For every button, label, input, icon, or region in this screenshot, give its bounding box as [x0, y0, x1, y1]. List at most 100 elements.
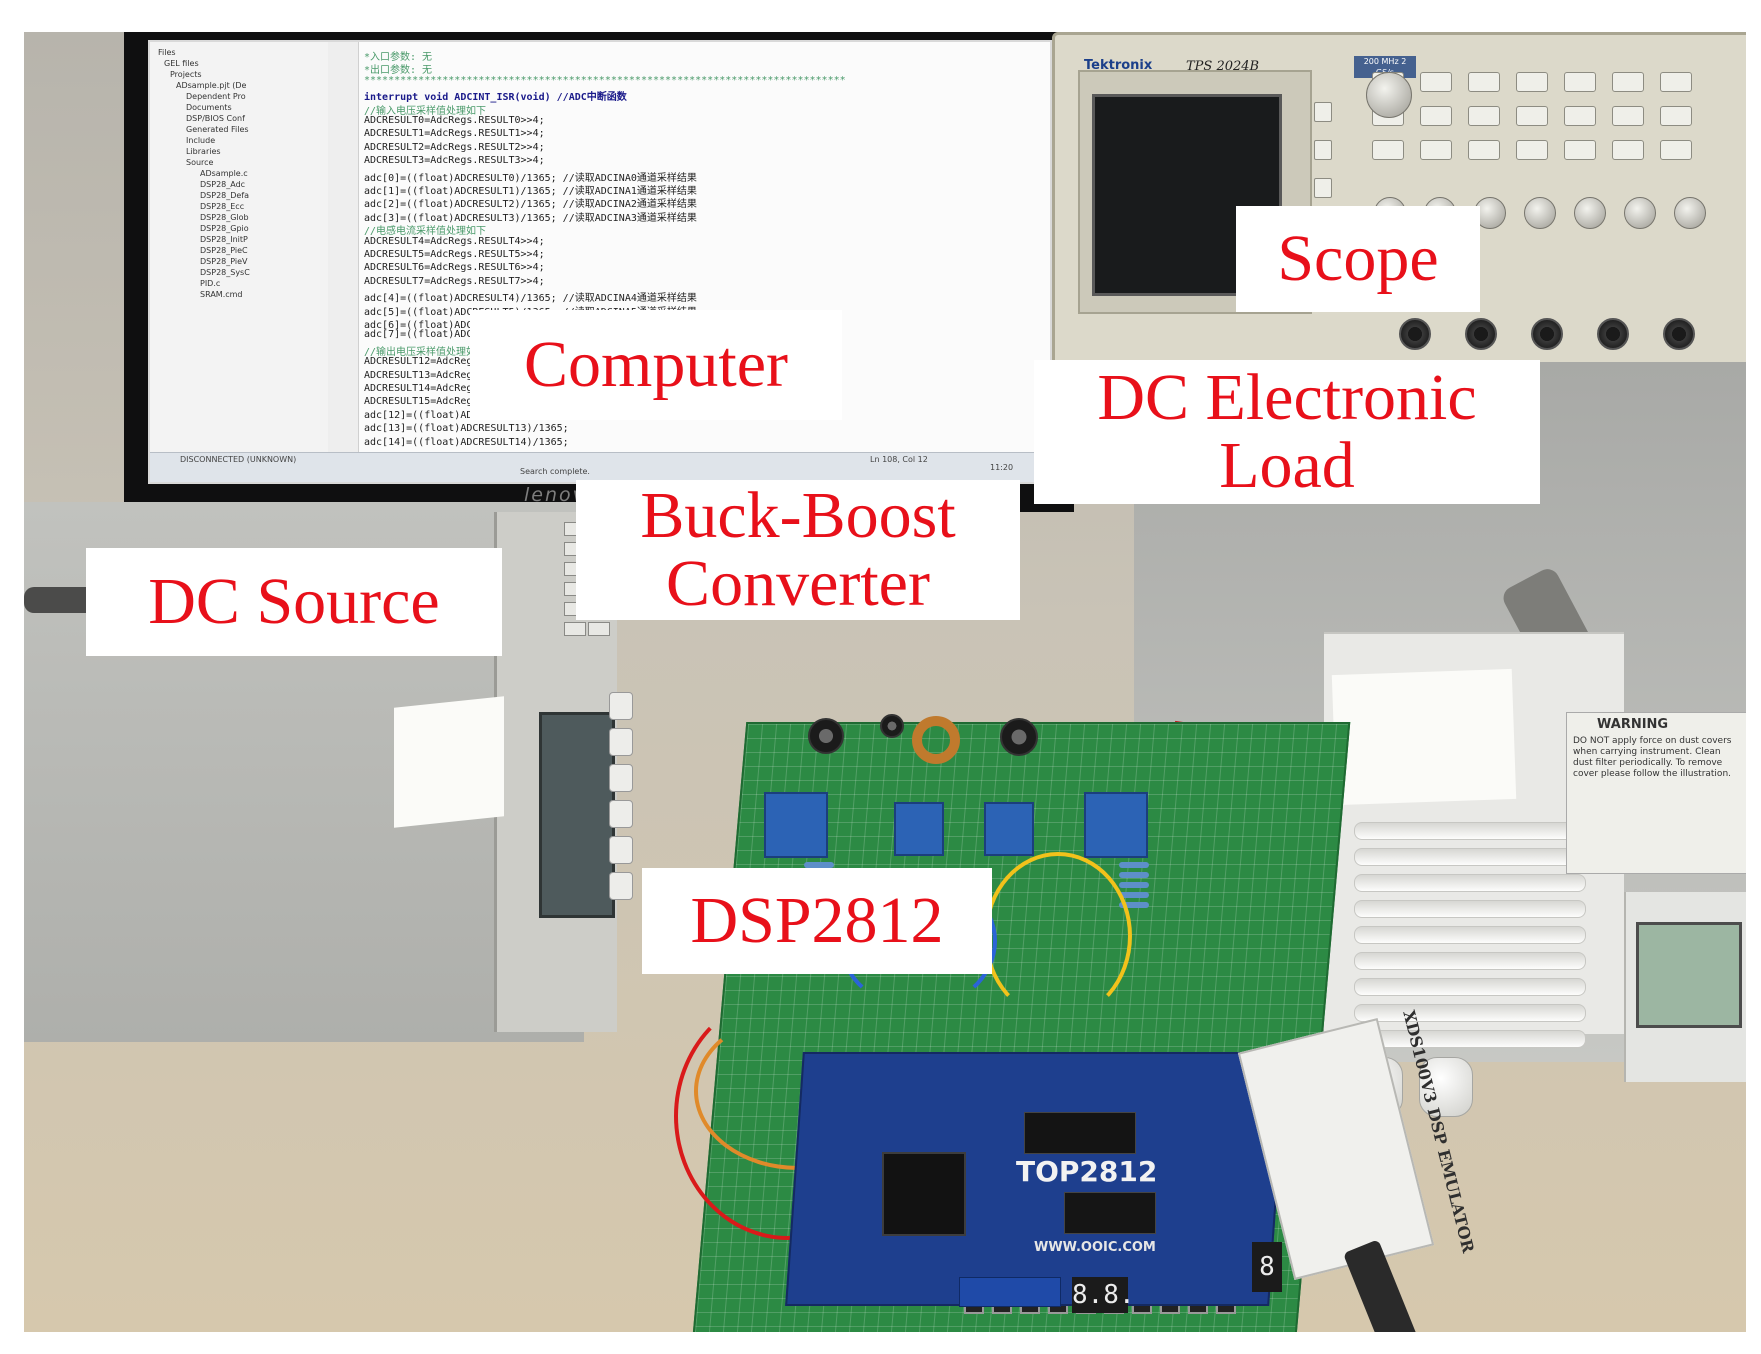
electrolytic-capacitor — [1000, 718, 1038, 756]
dsp-chip — [1024, 1112, 1136, 1154]
dc-source-terminal — [609, 836, 633, 864]
file-tree-item[interactable]: DSP28_Glob — [200, 213, 249, 222]
file-tree-item[interactable]: Dependent Pro — [186, 92, 246, 101]
code-line: ADCRESULT1=AdcRegs.RESULT1>>4; — [364, 128, 545, 140]
code-line: interrupt void ADCINT_ISR(void) //ADC中断函… — [364, 92, 627, 104]
paper-tag — [394, 696, 504, 828]
oscilloscope-knob — [1674, 197, 1706, 229]
ide-status-bar: DISCONNECTED (UNKNOWN) Search complete. … — [150, 452, 1050, 482]
file-tree-item[interactable]: SRAM.cmd — [200, 290, 243, 299]
label-scope-text: Scope — [1277, 222, 1439, 295]
file-tree-item[interactable]: DSP28_SysC — [200, 268, 250, 277]
electronic-load-display — [1636, 922, 1742, 1028]
dc-source-terminal — [609, 692, 633, 720]
file-tree-item[interactable]: DSP28_Defa — [200, 191, 250, 200]
status-message: Search complete. — [520, 467, 590, 476]
code-line: ADCRESULT12=AdcRegs.RESULT12>>4; — [364, 356, 557, 368]
file-tree-item[interactable]: DSP/BIOS Conf — [186, 114, 245, 123]
label-computer-text: Computer — [524, 328, 788, 401]
sensor-module — [764, 792, 828, 858]
oscilloscope-button — [1420, 106, 1452, 126]
code-line: adc[0]=((float)ADCRESULT0)/1365; //读取ADC… — [364, 172, 697, 184]
label-dc-source: DC Source — [86, 548, 502, 656]
vent-slot — [1354, 900, 1586, 918]
bnc-connector — [1465, 318, 1497, 350]
board-url: WWW.OOIC.COM — [1034, 1240, 1156, 1255]
code-line: *出口参数: 无 — [364, 65, 433, 77]
file-tree-item[interactable]: DSP28_Ecc — [200, 202, 245, 211]
oscilloscope-button — [1612, 72, 1644, 92]
jumper-wire — [674, 992, 902, 1240]
vent-slot — [1354, 952, 1586, 970]
file-tree-item[interactable]: Generated Files — [186, 125, 249, 134]
file-tree-item[interactable]: ADsample.c — [200, 169, 248, 178]
oscilloscope-button — [1420, 72, 1452, 92]
code-line: adc[1]=((float)ADCRESULT1)/1365; //读取ADC… — [364, 186, 697, 197]
oscilloscope-knob — [1624, 197, 1656, 229]
label-dc-source-text: DC Source — [148, 565, 440, 638]
oscilloscope-knob — [1524, 197, 1556, 229]
vent-slot — [1354, 1030, 1586, 1048]
file-tree-item[interactable]: GEL files — [164, 59, 199, 68]
file-tree-item[interactable]: DSP28_Gpio — [200, 224, 249, 233]
oscilloscope-softkey — [1314, 102, 1332, 122]
file-tree-item[interactable]: ADsample.pjt (De — [176, 81, 247, 90]
dc-source-key — [564, 622, 586, 636]
file-tree-item[interactable]: PID.c — [200, 279, 221, 288]
jumper-wire — [984, 852, 1132, 1020]
oscilloscope-button — [1468, 72, 1500, 92]
bnc-connector — [1597, 318, 1629, 350]
file-tree-item[interactable]: Source — [186, 158, 214, 167]
oscilloscope-button — [1516, 72, 1548, 92]
sensor-module — [1084, 792, 1148, 858]
code-line: ADCRESULT3=AdcRegs.RESULT3>>4; — [364, 155, 545, 167]
seven-segment-display: 8 — [1252, 1242, 1282, 1292]
file-tree-item[interactable]: Projects — [170, 70, 202, 79]
oscilloscope-button — [1660, 140, 1692, 160]
status-clock: 11:20 — [990, 463, 1014, 472]
code-line: ADCRESULT15=AdcRegs.RESULT15>>4; — [364, 396, 557, 408]
file-tree-item[interactable]: DSP28_PieC — [200, 246, 248, 255]
dc-source-key — [588, 622, 610, 636]
oscilloscope-softkey — [1314, 178, 1332, 198]
code-line: ADCRESULT5=AdcRegs.RESULT5>>4; — [364, 249, 545, 260]
dc-source-terminal — [609, 764, 633, 792]
code-line: adc[3]=((float)ADCRESULT3)/1365; //读取ADC… — [364, 212, 697, 224]
file-tree-item[interactable]: Files — [158, 48, 176, 57]
vent-slot — [1354, 848, 1586, 866]
oscilloscope-button — [1516, 106, 1548, 126]
resistor — [1119, 872, 1149, 878]
oscilloscope-button — [1372, 140, 1404, 160]
code-line: //电感电流采样值处理如下 — [364, 226, 487, 238]
code-line: ADCRESULT13=AdcRegs.RESULT13>>4; — [364, 369, 557, 381]
ide-code-editor: *入口参数: 无*出口参数: 无************************… — [364, 48, 1044, 448]
file-tree-item[interactable]: DSP28_Adc — [200, 180, 246, 189]
file-tree-item[interactable]: DSP28_InitP — [200, 235, 248, 244]
resistor — [1119, 862, 1149, 868]
code-line: //输出电压采样值处理如下 — [364, 346, 487, 358]
seven-segment-display: 8.8. — [1072, 1277, 1135, 1313]
code-line: ADCRESULT2=AdcRegs.RESULT2>>4; — [364, 141, 545, 153]
code-line: ADCRESULT14=AdcRegs.RESULT14>>4; — [364, 383, 557, 394]
resistor — [1119, 902, 1149, 908]
file-tree-item[interactable]: Documents — [186, 103, 232, 112]
file-tree-item[interactable]: DSP28_PieV — [200, 257, 248, 266]
status-cursor-position: Ln 108, Col 12 — [870, 455, 928, 464]
vent-slot — [1354, 1004, 1586, 1022]
status-connection: DISCONNECTED (UNKNOWN) — [180, 455, 297, 464]
electrolytic-capacitor — [808, 718, 844, 754]
load-terminal-knob — [1419, 1057, 1473, 1117]
code-line: adc[4]=((float)ADCRESULT4)/1365; //读取ADC… — [364, 293, 697, 305]
code-line: adc[2]=((float)ADCRESULT2)/1365; //读取ADC… — [364, 199, 697, 211]
warning-text: DO NOT apply force on dust covers when c… — [1573, 736, 1732, 779]
vent-slot — [1354, 978, 1586, 996]
code-line: ADCRESULT7=AdcRegs.RESULT7>>4; — [364, 275, 545, 287]
file-tree-item[interactable]: Include — [186, 136, 216, 145]
dc-source-terminal — [609, 872, 633, 900]
oscilloscope-button — [1564, 72, 1596, 92]
file-tree-item[interactable]: Libraries — [186, 147, 221, 156]
label-buck-boost-converter: Buck-Boost Converter — [576, 480, 1020, 620]
ide-gutter — [328, 42, 359, 452]
memory-chip — [1064, 1192, 1156, 1234]
